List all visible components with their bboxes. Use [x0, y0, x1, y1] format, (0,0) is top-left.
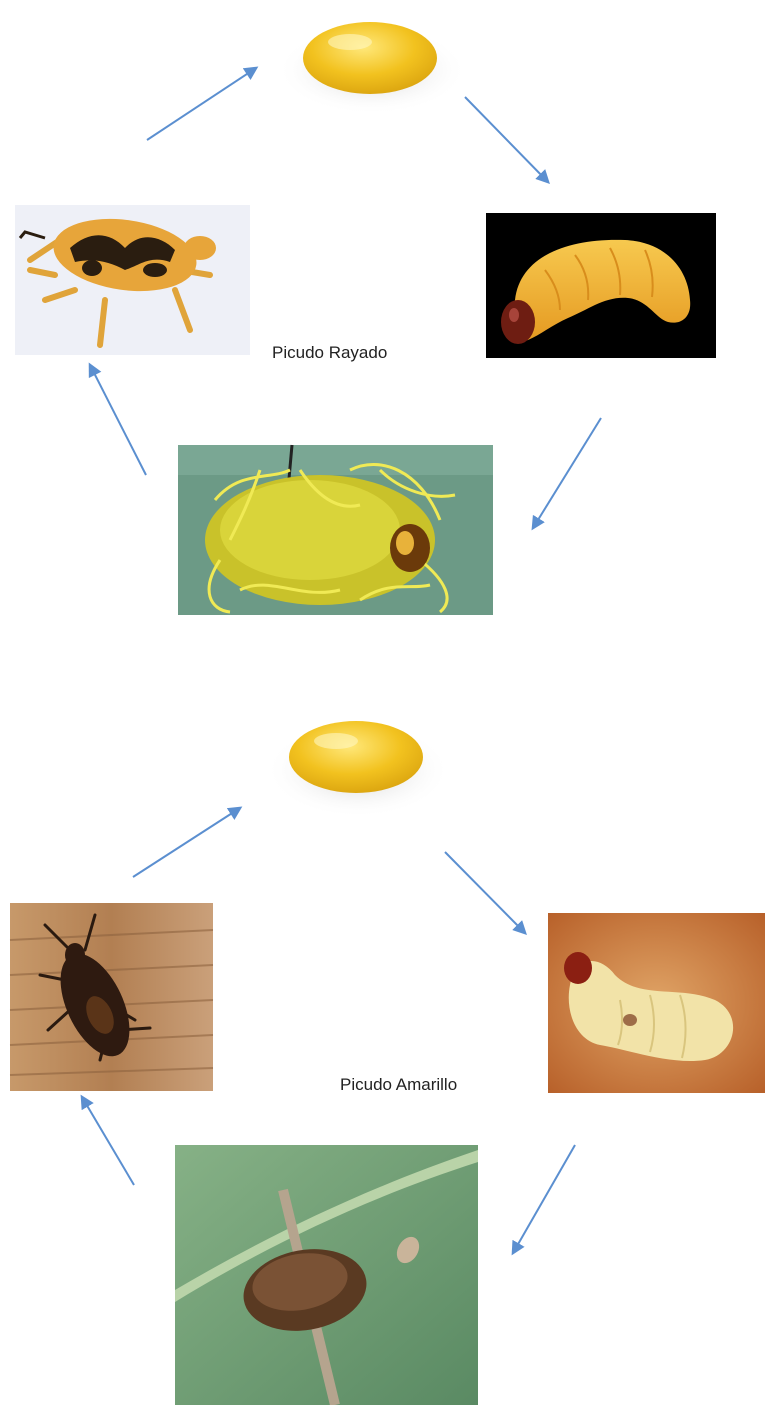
arrow-adult-to-egg — [133, 808, 240, 877]
arrow-egg-to-larva — [465, 97, 548, 182]
adult-weevil-image — [10, 903, 213, 1091]
arrow-pupa-to-adult — [82, 1097, 134, 1185]
pupa-image — [178, 445, 493, 615]
cycle-picudo-rayado — [15, 22, 716, 615]
arrow-egg-to-larva — [445, 852, 525, 933]
cycle-picudo-amarillo — [10, 721, 765, 1405]
larva-image — [548, 913, 765, 1093]
egg-image — [277, 22, 467, 115]
arrow-pupa-to-adult — [90, 365, 146, 475]
arrow-larva-to-pupa — [513, 1145, 575, 1253]
egg-image — [266, 721, 450, 818]
cycle-label-picudo-amarillo: Picudo Amarillo — [340, 1075, 457, 1095]
pupa-image — [175, 1145, 478, 1405]
larva-image — [486, 213, 716, 358]
arrow-adult-to-egg — [147, 68, 256, 140]
cycle-label-picudo-rayado: Picudo Rayado — [272, 343, 387, 363]
adult-weevil-image — [15, 205, 250, 355]
arrow-larva-to-pupa — [533, 418, 601, 528]
